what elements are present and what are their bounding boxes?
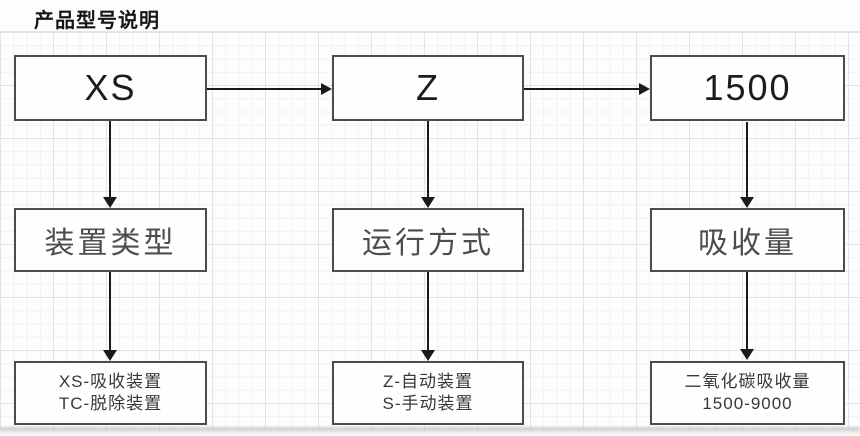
arrow-xs-down-head: [103, 197, 117, 208]
code-label-z: Z: [416, 67, 440, 108]
bottom-shadow: [0, 427, 860, 435]
arrow-1500-down-line: [746, 122, 748, 198]
category-label-device-type: 装置类型: [44, 227, 177, 260]
detail-line: 二氧化碳吸收量: [684, 372, 811, 391]
arrow-xs-down-line: [109, 121, 111, 198]
category-label-absorption: 吸收量: [698, 227, 797, 260]
code-label-xs: XS: [84, 67, 137, 108]
category-label-operation-mode: 运行方式: [362, 227, 494, 260]
page-title: 产品型号说明: [34, 10, 160, 32]
arrow-xs-to-z-line: [207, 88, 322, 90]
detail-line: XS-吸收装置: [58, 372, 163, 391]
arrow-1500-down-head: [740, 197, 754, 208]
arrow-z-to-1500-head: [639, 83, 650, 95]
detail-box-operation-mode: Z-自动装置 S-手动装置: [332, 361, 524, 425]
arrow-z-to-1500-line: [524, 88, 640, 90]
category-box-operation-mode: 运行方式: [332, 208, 524, 272]
detail-box-absorption: 二氧化碳吸收量 1500-9000: [650, 361, 845, 425]
code-box-z: Z: [332, 55, 524, 121]
arrow-absorption-down-line: [746, 272, 748, 350]
detail-line: 1500-9000: [702, 394, 793, 413]
arrow-absorption-down-head: [740, 349, 754, 360]
category-box-absorption: 吸收量: [650, 208, 845, 272]
arrow-device-type-down-head: [103, 350, 117, 361]
arrow-xs-to-z-head: [321, 83, 332, 95]
detail-line: TC-脱除装置: [58, 394, 163, 413]
code-label-1500: 1500: [703, 67, 792, 108]
arrow-operation-mode-down-line: [427, 272, 429, 351]
detail-box-device-type: XS-吸收装置 TC-脱除装置: [14, 361, 207, 425]
code-box-xs: XS: [14, 55, 207, 121]
arrow-z-down-head: [421, 197, 435, 208]
arrow-device-type-down-line: [109, 272, 111, 351]
category-box-device-type: 装置类型: [14, 208, 207, 272]
detail-line: S-手动装置: [382, 394, 474, 413]
arrow-z-down-line: [427, 121, 429, 198]
detail-line: Z-自动装置: [382, 372, 474, 391]
code-box-1500: 1500: [650, 55, 845, 121]
arrow-operation-mode-down-head: [421, 350, 435, 361]
